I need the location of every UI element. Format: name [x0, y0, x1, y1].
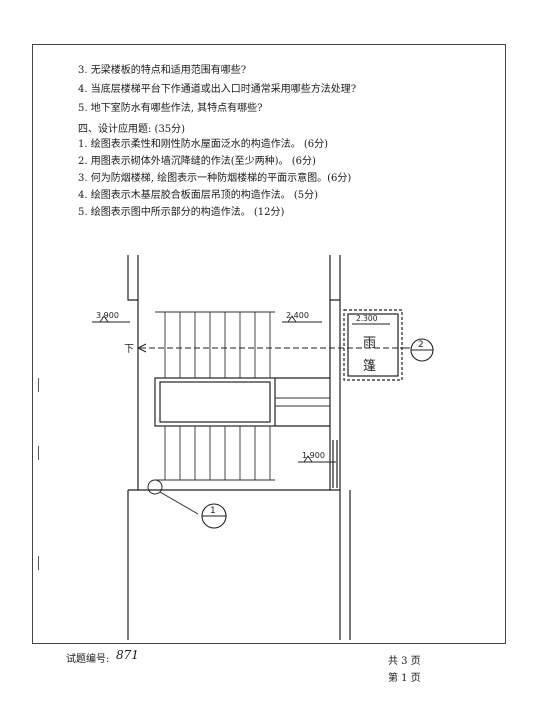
detail-index-number: 1: [210, 506, 216, 516]
elevation-label-landing: 2.400: [286, 311, 309, 320]
margin-tick: [38, 378, 39, 392]
elevation-label-lower: 1.900: [302, 451, 325, 460]
question-4: 4. 当底层楼梯平台下作通道或出入口时通常采用哪些方法处理?: [78, 84, 357, 95]
question-5: 5. 地下室防水有哪些作法, 其特点有哪些?: [78, 103, 263, 114]
canopy-label-1: 雨: [363, 336, 376, 351]
elevation-label-left: 3.900: [96, 311, 119, 320]
section-title: 四、设计应用题: (35分): [78, 124, 186, 135]
design-question-2: 2. 用图表示砌体外墙沉降缝的作法(至少两种)。 (6分): [78, 156, 316, 167]
elevation-label-canopy: 2.300: [356, 314, 378, 323]
canopy-label-2: 篷: [363, 359, 376, 374]
question-3: 3. 无梁楼板的特点和适用范围有哪些?: [78, 65, 247, 76]
exam-code-label: 试题编号:: [66, 654, 110, 665]
exam-code-value: 871: [116, 648, 139, 662]
design-question-4: 4. 绘图表示木基层胶合板面层吊顶的构造作法。 (5分): [78, 190, 319, 201]
down-arrow-label: 下: [124, 344, 134, 355]
current-page: 第 1 页: [388, 673, 421, 684]
margin-tick: [38, 556, 39, 570]
design-question-3: 3. 何为防烟楼梯, 绘图表示一种防烟楼梯的平面示意图。(6分): [78, 173, 352, 184]
section-index-number: 2: [418, 340, 424, 350]
margin-tick: [38, 446, 39, 460]
design-question-5: 5. 绘图表示图中所示部分的构造作法。 (12分): [78, 207, 285, 218]
total-pages: 共 3 页: [388, 656, 421, 667]
exam-sheet-border: [32, 44, 506, 644]
design-question-1: 1. 绘图表示柔性和刚性防水屋面泛水的构造作法。 (6分): [78, 139, 329, 150]
